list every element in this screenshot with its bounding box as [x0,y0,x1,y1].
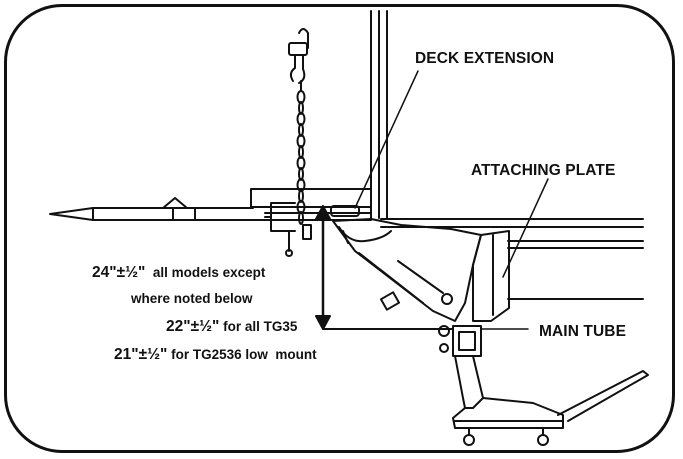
hitch-diagram [49,10,649,446]
attaching-plate [472,230,510,322]
deck-extension-label: DECK EXTENSION [415,50,555,67]
height-note-line-2: where noted below [131,291,253,306]
leader-lines [354,70,549,330]
height-value-22: 22"±½" [166,318,220,335]
height-value-24: 24"±½" [92,264,146,281]
note-line-1-text: all models except [145,265,266,280]
height-value-21: 21"±½" [114,346,168,363]
height-note-line-1: 24"±½" all models except [92,264,265,282]
height-note-line-4: 21"±½" for TG2536 low mount [114,346,317,364]
height-note-line-3: 22"±½" for all TG35 [166,318,297,336]
main-tube-label: MAIN TUBE [539,323,627,340]
diagram-frame: DECK EXTENSION ATTACHING PLATE MAIN TUBE… [4,4,675,453]
frame-uprights [370,10,388,219]
note-line-4-text: for TG2536 low mount [167,347,317,362]
lifting-chain [288,28,309,225]
note-line-3-text: for all TG35 [219,319,298,334]
hitch-bracket [332,218,482,322]
attaching-plate-label: ATTACHING PLATE [471,162,616,179]
dimension-arrow [315,205,454,330]
jack-carriage [452,355,649,446]
c-clamp [264,202,312,257]
main-tube [438,325,482,357]
